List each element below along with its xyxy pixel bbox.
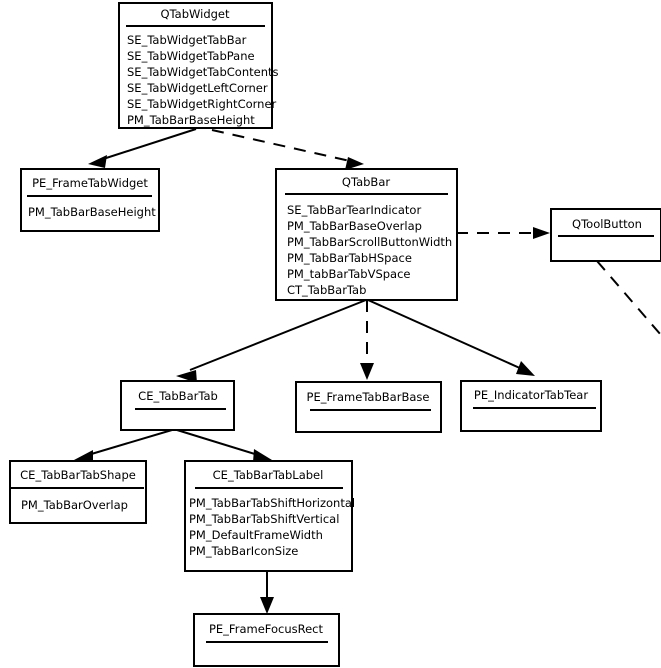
uml-box-title: PE_FrameTabBarBase	[307, 390, 430, 404]
uml-member: PM_TabBarBaseHeight	[28, 205, 156, 219]
uml-member: SE_TabWidgetRightCorner	[127, 97, 277, 111]
uml-box-title: CE_TabBarTabShape	[20, 468, 136, 482]
uml-member: PM_TabBarBaseOverlap	[287, 219, 422, 233]
uml-member: PM_TabBarTabHSpace	[287, 251, 412, 265]
edge-qtabwidget-to-qtabbar	[211, 129, 364, 170]
uml-member: PM_TabBarOverlap	[21, 498, 128, 512]
uml-box-qtoolbutton[interactable]: QToolButton	[550, 208, 661, 262]
uml-member: PM_TabBarIconSize	[189, 544, 298, 558]
uml-member: SE_TabBarTearIndicator	[287, 203, 421, 217]
uml-box-title: QToolButton	[572, 217, 642, 231]
edge-qtoolbutton-to-offscreen	[596, 260, 661, 336]
uml-box-ce-tabbartabshape[interactable]: CE_TabBarTabShape PM_TabBarOverlap	[9, 460, 147, 524]
uml-member: PM_TabBarTabShiftVertical	[189, 512, 339, 526]
uml-box-title: PE_FrameTabWidget	[32, 176, 148, 190]
uml-member: PM_TabBarScrollButtonWidth	[287, 235, 452, 249]
uml-box-title: PE_IndicatorTabTear	[474, 388, 588, 402]
uml-member: SE_TabWidgetTabPane	[127, 49, 255, 63]
uml-box-pe-framefocusrect[interactable]: PE_FrameFocusRect	[193, 613, 340, 667]
edge-qtabbar-to-qtoolbutton	[456, 227, 550, 239]
uml-box-ce-tabbartablabel[interactable]: CE_TabBarTabLabel PM_TabBarTabShiftHoriz…	[184, 460, 355, 572]
uml-member: SE_TabWidgetTabBar	[127, 33, 247, 47]
edge-ce-tabbartab-to-ce-tabbartablabel	[176, 429, 272, 462]
edge-ce-tabbartablabel-to-pe-framefocusrect	[260, 571, 274, 614]
uml-box-title: QTabBar	[342, 175, 390, 189]
uml-member: CT_TabBarTab	[287, 283, 366, 297]
uml-member: PM_DefaultFrameWidth	[189, 528, 323, 542]
uml-box-qtabwidget[interactable]: QTabWidget SE_TabWidgetTabBar SE_TabWidg…	[118, 2, 278, 129]
edge-ce-tabbartab-to-ce-tabbartabshape	[74, 429, 173, 463]
uml-member: SE_TabWidgetLeftCorner	[127, 81, 268, 95]
edge-qtabbar-to-pe-frametabbarbase	[360, 300, 374, 380]
edge-qtabbar-to-pe-indicatortabtear	[367, 299, 535, 376]
uml-box-pe-frametabwidget[interactable]: PE_FrameTabWidget PM_TabBarBaseHeight	[20, 168, 160, 232]
edge-qtabbar-to-ce-tabbartab	[176, 299, 367, 383]
uml-box-title: QTabWidget	[160, 7, 230, 21]
uml-box-ce-tabbartab[interactable]: CE_TabBarTab	[120, 380, 235, 431]
uml-member: PM_TabBarTabShiftHorizontal	[189, 496, 355, 510]
uml-box-title: CE_TabBarTabLabel	[213, 468, 324, 482]
uml-box-pe-indicatortabtear[interactable]: PE_IndicatorTabTear	[460, 380, 602, 432]
uml-member: PM_tabBarTabVSpace	[287, 267, 411, 281]
uml-member: SE_TabWidgetTabContents	[127, 65, 278, 79]
uml-box-title: PE_FrameFocusRect	[209, 622, 323, 636]
uml-box-qtabbar[interactable]: QTabBar SE_TabBarTearIndicator PM_TabBar…	[275, 168, 458, 301]
uml-box-title: CE_TabBarTab	[138, 389, 218, 403]
uml-box-pe-frametabbarbase[interactable]: PE_FrameTabBarBase	[295, 381, 442, 433]
edge-qtabwidget-to-pe-frametabwidget	[88, 128, 197, 168]
uml-member: PM_TabBarBaseHeight	[127, 113, 255, 127]
